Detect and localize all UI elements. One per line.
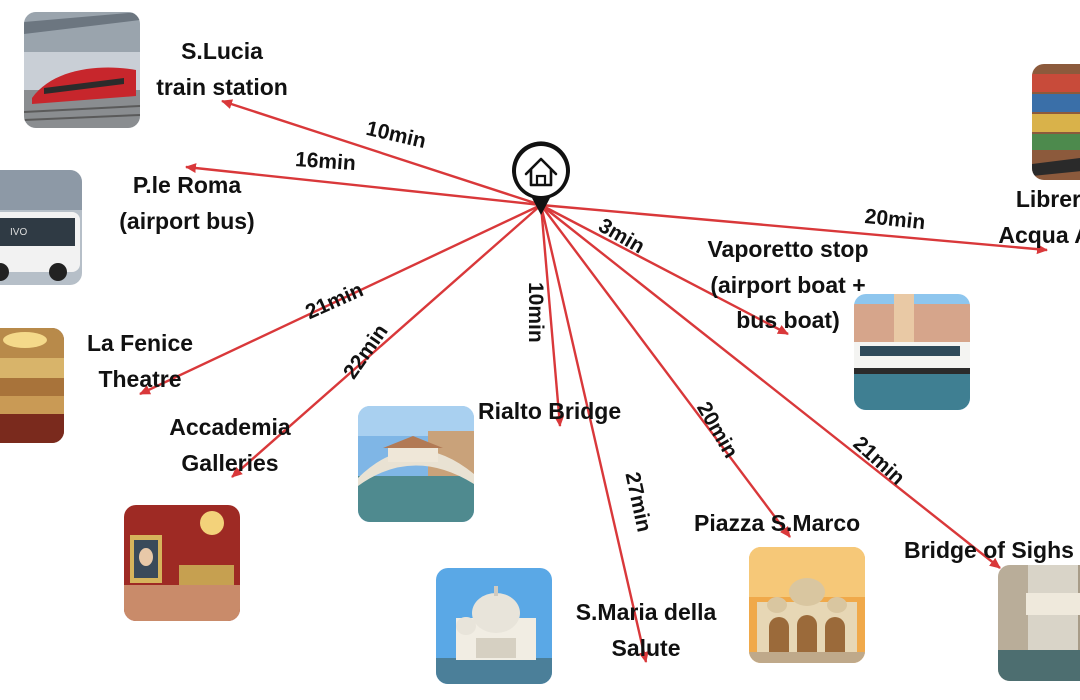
arrow-to-libreria <box>540 203 1048 255</box>
label-accademia: Accademia Galleries <box>169 414 291 476</box>
arrow-to-san-marco <box>540 204 791 538</box>
arrow-to-s-lucia <box>221 99 542 207</box>
photo-la-fenice-theatre <box>0 328 64 443</box>
photo-libreria-acqua-alta <box>1032 64 1080 180</box>
label-p-le-roma: P.le Roma (airport bus) <box>119 172 255 234</box>
time-p-le-roma: 16min <box>294 148 357 176</box>
photo-rialto-bridge <box>358 406 474 522</box>
photo-bridge-of-sighs <box>998 565 1080 681</box>
arrow-to-accademia <box>231 204 542 478</box>
home-location-pin-icon <box>512 141 570 215</box>
photo-accademia-galleries <box>124 505 240 621</box>
arrow-to-sighs <box>540 204 1001 569</box>
label-rialto: Rialto Bridge <box>478 398 622 424</box>
label-vaporetto: Vaporetto stop (airport boat + bus boat) <box>707 236 869 334</box>
arrow-to-la-fenice <box>139 203 542 396</box>
label-salute: S.Maria della Salute <box>575 599 717 661</box>
label-s-lucia: S.Lucia train station <box>156 38 288 100</box>
time-rialto: 10min <box>524 282 547 343</box>
photo-s-lucia-train <box>24 12 140 128</box>
arrow-to-rialto <box>539 204 565 427</box>
arrow-to-salute <box>539 204 649 663</box>
route-arrows <box>139 99 1048 663</box>
photo-salute-basilica <box>436 568 552 684</box>
arrow-to-vaporetto <box>540 203 789 336</box>
photo-st-marks-basilica <box>749 547 865 663</box>
label-san-marco: Piazza S.Marco <box>694 510 861 536</box>
photo-vaporetto-boat <box>854 294 970 410</box>
label-la-fenice: La Fenice Theatre <box>86 330 194 392</box>
svg-text:IVO: IVO <box>10 227 27 238</box>
photo-p-le-roma-bus: IVO <box>0 170 82 285</box>
label-libreria: Libreria Acqua Alta <box>998 186 1080 248</box>
arrow-to-p-le-roma <box>185 163 542 207</box>
label-sighs: Bridge of Sighs <box>904 537 1074 563</box>
